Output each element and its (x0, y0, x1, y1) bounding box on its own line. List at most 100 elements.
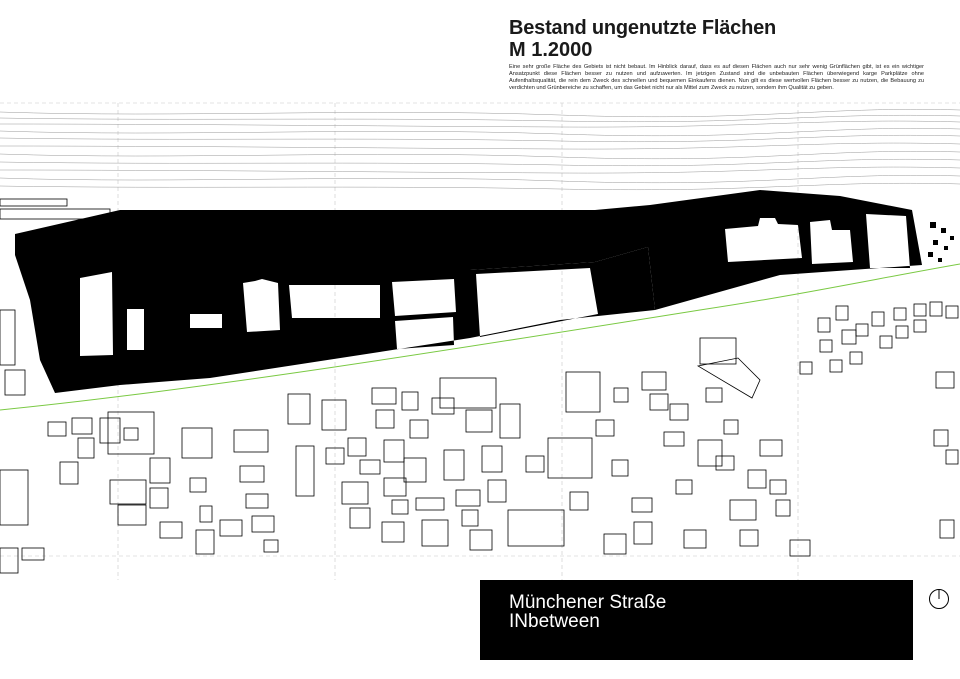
building-footprint (675, 479, 693, 495)
unused-area-east (595, 190, 922, 310)
building-footprint (159, 521, 183, 539)
building-footprint (0, 309, 16, 366)
building-footprint (195, 529, 215, 555)
building-footprint (199, 505, 213, 523)
rail-line (0, 114, 960, 123)
building-footprint (929, 301, 943, 317)
building-footprint (325, 447, 345, 465)
building-footprint (189, 477, 207, 493)
small-black-squares (928, 222, 954, 262)
building-footprint (487, 479, 507, 503)
building-footprint (699, 337, 737, 365)
building-footprint (375, 409, 395, 429)
building-footprint (287, 393, 311, 425)
building-footprint (817, 317, 831, 333)
building-footprint (443, 449, 465, 481)
building-footprint (499, 403, 521, 439)
building-footprint (0, 547, 19, 574)
rail-line (0, 120, 960, 128)
building-footprints (0, 301, 959, 574)
building-footprint (565, 371, 601, 413)
rail-line (0, 175, 960, 184)
building-footprint (59, 461, 79, 485)
building-footprint (181, 427, 213, 459)
building-footprint (547, 437, 593, 479)
building-footprint (4, 369, 26, 396)
unused-area-west (15, 210, 595, 393)
building-footprint (611, 459, 629, 477)
project-name: INbetween (509, 611, 600, 632)
building-footprint (0, 469, 29, 526)
building-footprint (431, 397, 455, 415)
rail-line (0, 109, 960, 118)
building-footprint (595, 419, 615, 437)
building-footprint (149, 487, 169, 509)
building-footprint (663, 431, 685, 447)
building-footprint (723, 419, 739, 435)
building-footprint (849, 351, 863, 365)
building-footprint (233, 429, 269, 453)
building-footprint (945, 449, 959, 465)
building-footprint (759, 439, 783, 457)
rail-line (0, 166, 960, 174)
project-street-name: Münchener Straße (509, 592, 667, 613)
building-footprint (481, 445, 503, 473)
building-footprint (819, 339, 833, 353)
building-footprint (455, 489, 481, 507)
building-footprint (117, 504, 147, 526)
building-footprint (613, 387, 629, 403)
building-footprint (359, 459, 381, 475)
unused-area-middle (470, 247, 655, 338)
building-footprint (381, 521, 405, 543)
building-footprint (775, 499, 791, 517)
building-footprint (879, 335, 893, 349)
building-footprint (669, 403, 689, 421)
building-footprint (341, 481, 369, 505)
building-footprint (401, 391, 419, 411)
building-footprint (245, 493, 269, 509)
building-footprint (835, 305, 849, 321)
description-text: Eine sehr große Fläche des Gebiets ist n… (509, 64, 924, 91)
building-footprint (789, 539, 811, 557)
building-footprint (347, 437, 367, 457)
building-footprint (855, 323, 869, 337)
unused-areas (15, 190, 954, 393)
building-footprint (829, 359, 843, 373)
building-footprint (47, 421, 67, 437)
building-footprint (371, 387, 397, 405)
railway-tracks (0, 109, 960, 191)
building-footprint (409, 419, 429, 439)
building-footprint (295, 445, 315, 497)
building-footprint (251, 515, 275, 533)
scale-label: M 1.2000 (509, 39, 593, 61)
page-title: Bestand ungenutzte Flächen (509, 17, 777, 39)
building-footprint (71, 417, 93, 435)
north-arrow-icon (929, 589, 949, 609)
building-footprint (705, 387, 723, 403)
rail-line (0, 142, 960, 150)
rail-line (0, 182, 960, 191)
building-footprint (465, 409, 493, 433)
building-footprint (239, 465, 265, 483)
building-footprint (631, 497, 653, 513)
building-footprint (263, 539, 279, 553)
building-footprint (715, 455, 735, 471)
building-footprint (403, 457, 427, 483)
building-footprint (696, 357, 761, 399)
building-footprint (641, 371, 667, 391)
building-footprint (77, 437, 95, 459)
building-footprint (107, 411, 155, 455)
building-footprint (913, 319, 927, 333)
building-footprint (841, 329, 857, 345)
building-footprint (569, 491, 589, 511)
building-footprint (383, 439, 405, 463)
building-footprint (933, 429, 949, 447)
building-footprint (439, 377, 497, 409)
building-footprint (219, 519, 243, 537)
street-centerline (0, 263, 960, 411)
building-footprint (871, 311, 885, 327)
building-footprint (633, 521, 653, 545)
building-footprint (415, 497, 445, 511)
building-footprint (349, 507, 371, 529)
building-footprint (739, 529, 759, 547)
